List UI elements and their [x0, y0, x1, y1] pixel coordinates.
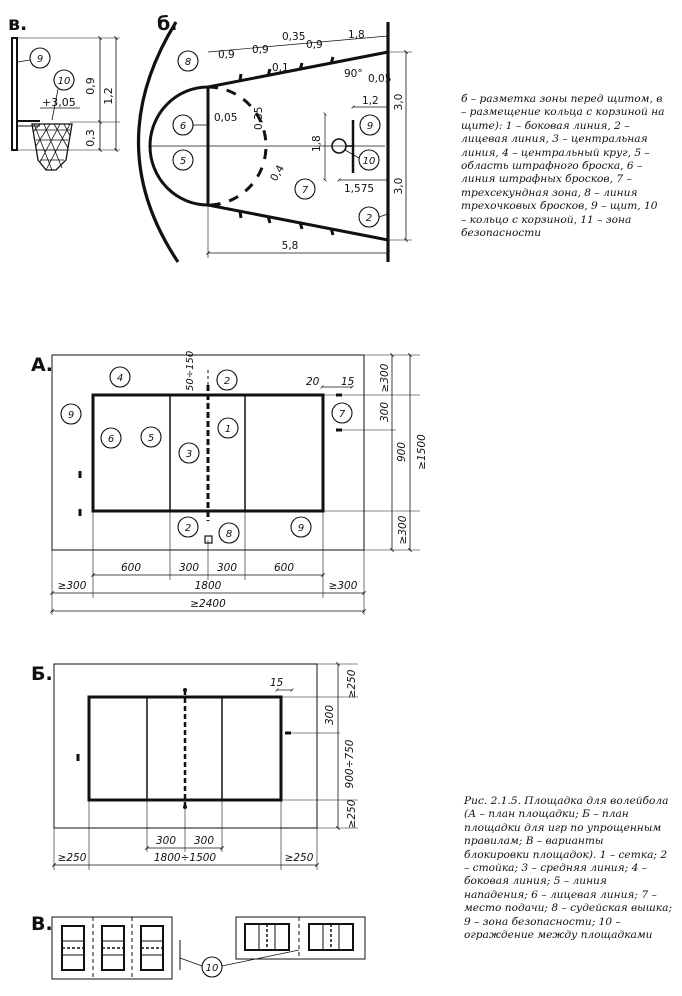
marker-a-4: 4 — [117, 373, 123, 384]
dim-t3: 0,35 — [282, 31, 305, 43]
basket-side-view: в. 9 10 +3,05 0,9 1,2 0,3 — [8, 13, 120, 171]
dim-t4: 0,9 — [306, 39, 323, 51]
dim-035: 0,35 — [253, 107, 265, 130]
marker-7: 7 — [302, 185, 309, 196]
view-label-b: Б. — [31, 663, 53, 685]
dim-a-left: ≥300 — [58, 580, 87, 592]
dim-height: +3,05 — [42, 96, 76, 109]
referee-stand — [204, 535, 213, 544]
marker-8: 8 — [185, 57, 191, 68]
marker-a-3: 3 — [186, 449, 192, 460]
dim-a-right: ≥300 — [329, 580, 358, 592]
dim-b-left: ≥250 — [58, 852, 87, 864]
dim-b-15: 15 — [270, 677, 284, 689]
three-point-line — [136, 21, 180, 263]
marker-9-plan: 9 — [367, 121, 373, 132]
marker-2: 2 — [366, 213, 372, 224]
volleyball-blocking-variants: В. — [31, 913, 366, 980]
dim-18: 1,8 — [311, 135, 323, 152]
marker-a-6: 6 — [108, 434, 114, 445]
dim-b-top: ≥250 — [346, 669, 358, 698]
dim-30a: 3,0 — [393, 94, 405, 111]
net-mesh — [32, 123, 71, 171]
dim-12: 1,2 — [362, 95, 379, 107]
dim-a-s300a: 300 — [179, 562, 199, 574]
dim-b-s300b: 300 — [194, 835, 214, 847]
dim-005a: 0,05 — [214, 112, 237, 124]
dim-a-50150: 50÷150 — [185, 351, 196, 391]
dim-b-300: 300 — [324, 705, 336, 725]
basket-net — [31, 123, 73, 171]
dim-a-len: 1800 — [195, 580, 222, 592]
dim-a-w1500: ≥1500 — [416, 434, 428, 470]
marker-a-2-top: 2 — [224, 376, 230, 387]
marker-a-8: 8 — [226, 529, 232, 540]
dim-30b: 3,0 — [393, 178, 405, 195]
dim-b-len: 1800÷1500 — [154, 852, 217, 864]
dim-a-total: ≥2400 — [190, 598, 226, 610]
dim-b-s300a: 300 — [156, 835, 176, 847]
marker-9-circle — [29, 47, 51, 69]
marker-5: 5 — [180, 156, 186, 167]
marker-a-9-left: 9 — [68, 410, 74, 421]
dim-b-bottom: ≥250 — [346, 799, 358, 828]
dim-a-bottom-clear: ≥300 — [397, 515, 409, 544]
dim-b-right: ≥250 — [285, 852, 314, 864]
marker-9: 9 — [37, 54, 43, 65]
dim-58: 5,8 — [282, 240, 299, 252]
caption-bottom: Рис. 2.1.5. Площадка для волейбола (А – … — [464, 795, 673, 942]
marker-10: 10 — [58, 76, 71, 87]
safety-zone-b — [53, 663, 318, 829]
dim-a-top-clear: ≥300 — [379, 363, 391, 392]
dim-t2: 0,9 — [252, 44, 269, 56]
dim-t6: 0,1 — [272, 62, 289, 74]
marker-10-plan: 10 — [363, 156, 376, 167]
dim-a-20: 20 — [306, 376, 320, 388]
volleyball-court-a: А. 4 2 9 6 5 1 3 7 2 8 9 50÷150 20 — [31, 351, 428, 615]
basket-plan-view: б. 8 6 5 7 2 9 10 — [136, 13, 412, 263]
marker-a-7: 7 — [339, 409, 346, 420]
backboard-side — [11, 37, 18, 151]
dim-b-w: 900÷750 — [344, 739, 356, 788]
dim-1575: 1,575 — [344, 183, 374, 195]
dim-a-300: 300 — [379, 402, 391, 422]
dim-angle: 90° — [344, 68, 363, 80]
view-label-a: А. — [31, 354, 53, 376]
marker-a-5: 5 — [148, 433, 154, 444]
lane-bottom — [207, 203, 389, 242]
marker-v-10: 10 — [206, 963, 219, 974]
free-throw-circle-inner — [207, 85, 268, 207]
marker-10-circle — [53, 69, 75, 91]
caption-top: б – разметка зоны перед щитом, в – разме… — [461, 93, 665, 240]
volleyball-court-b: Б. 15 ≥250 300 900÷750 ≥250 300 300 ≥2 — [31, 662, 358, 870]
view-label-v-top: в. — [8, 13, 27, 35]
dim-a-15: 15 — [341, 376, 355, 388]
dim-t5: 1,8 — [348, 29, 365, 41]
marker-6: 6 — [180, 121, 186, 132]
court-outline-b — [87, 695, 283, 802]
view-label-v: В. — [31, 913, 53, 935]
dim-04: 0,4 — [268, 163, 287, 184]
dim-a-s300b: 300 — [217, 562, 237, 574]
dim-a-900: 900 — [396, 442, 408, 462]
dim-a-s600a: 600 — [121, 562, 141, 574]
dim-h2: 1,2 — [102, 87, 115, 105]
dim-t1: 0,9 — [218, 49, 235, 61]
dim-h3: 0,3 — [84, 129, 97, 147]
dim-005b: 0,05 — [368, 73, 391, 85]
dim-h1: 0,9 — [84, 77, 97, 95]
marker-a-1: 1 — [225, 424, 231, 435]
marker-a-9-right: 9 — [298, 523, 304, 534]
lane-top — [207, 50, 389, 89]
marker-a-2-bottom: 2 — [185, 523, 191, 534]
dim-a-s600b: 600 — [274, 562, 294, 574]
